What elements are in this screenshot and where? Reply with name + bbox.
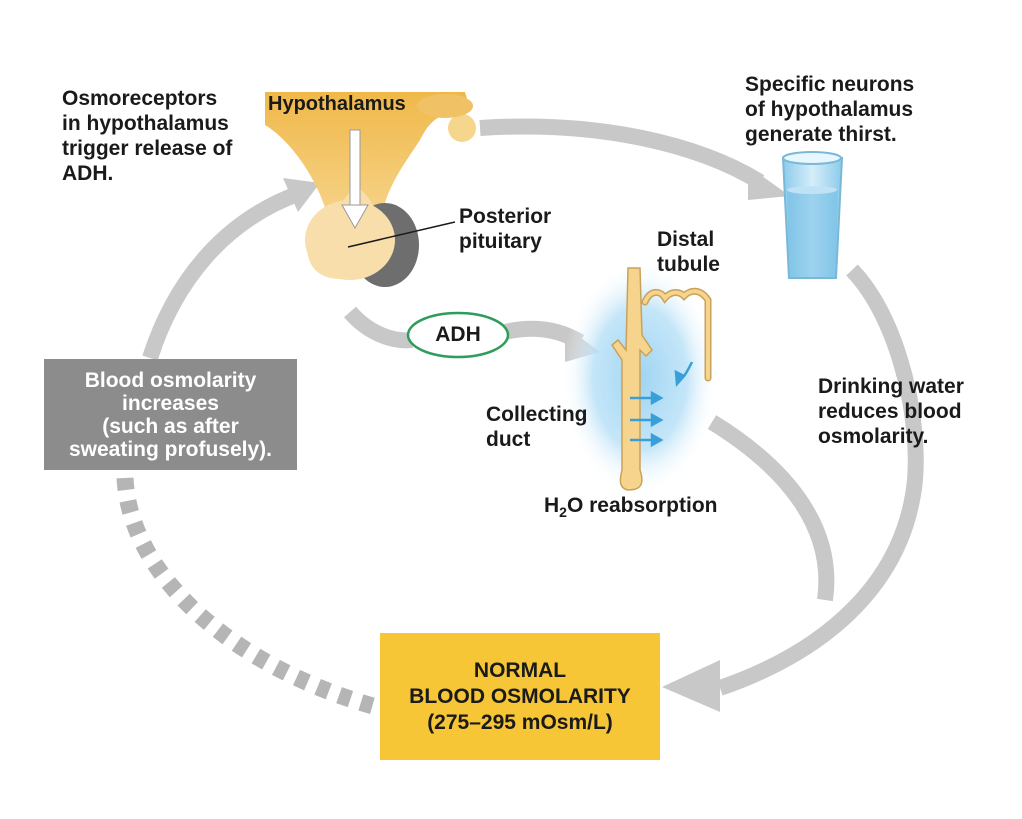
h2o-rest: O reabsorption (566, 494, 718, 517)
arrow-hypothalamus-to-thirst (479, 118, 765, 189)
h2o-h: H (544, 494, 560, 517)
posterior-pituitary-graphic (305, 185, 419, 287)
distal-tubule-inner (643, 289, 710, 380)
normal-line-2: BLOOD OSMOLARITY (409, 684, 631, 708)
normal-line-1: NORMAL (473, 658, 567, 682)
arrow-pituitary-to-adh (343, 306, 413, 349)
release-arrow (341, 129, 369, 230)
osmoreceptors-line-3: trigger release of (62, 137, 233, 160)
drinking-line-1: Drinking water (818, 375, 964, 398)
hypothalamus-graphic (265, 92, 476, 225)
osmoreceptors-line-4: ADH. (62, 162, 114, 185)
distal-line-2: tubule (657, 253, 720, 276)
osmoreceptors-line-2: in hypothalamus (62, 112, 229, 135)
hypothalamus-label: Hypothalamus (268, 93, 406, 115)
thirst-line-2: of hypothalamus (745, 98, 914, 121)
increase-line-3: (such as after (102, 414, 239, 438)
arrowhead-to-hypothalamus (283, 178, 320, 212)
adh-oval (406, 311, 510, 359)
arrow-kidney-to-normal (707, 415, 835, 602)
adh-label: ADH (435, 323, 481, 346)
posterior-pituitary-label: Posterior pituitary (459, 204, 551, 254)
thirst-label: Specific neurons of hypothalamus generat… (745, 72, 914, 147)
osmolarity-increase-box: Blood osmolarity increases (such as afte… (44, 359, 297, 470)
collecting-line-2: duct (486, 428, 531, 451)
posterior-line-2: pituitary (459, 230, 542, 253)
increase-line-1: Blood osmolarity (84, 368, 257, 392)
arrowhead-to-thirst (748, 166, 790, 200)
posterior-pituitary-leader (347, 221, 456, 248)
normal-line-3: (275–295 mOsm/L) (427, 710, 613, 734)
distal-line-1: Distal (657, 228, 715, 251)
arrowhead-to-normal (662, 660, 720, 712)
thirst-line-3: generate thirst. (745, 123, 897, 146)
drinking-line-3: osmolarity. (818, 425, 929, 448)
arrow-thirst-to-normal (717, 264, 924, 696)
collecting-duct-graphic (611, 267, 653, 491)
arrow-increase-to-hypothalamus (142, 185, 303, 361)
water-glass-icon (781, 151, 844, 279)
drinking-line-2: reduces blood (818, 400, 962, 423)
drinking-water-label: Drinking water reduces blood osmolarity. (818, 374, 964, 449)
dashed-return-path (116, 477, 383, 717)
distal-tubule-label: Distal tubule (657, 227, 720, 277)
h2o-subscript: 2 (559, 504, 567, 521)
osmoreceptors-line-1: Osmoreceptors (62, 87, 218, 110)
normal-osmolarity-box: NORMAL BLOOD OSMOLARITY (275–295 mOsm/L) (380, 633, 660, 760)
increase-line-2: increases (122, 391, 219, 415)
h2o-reabsorption-label: H2O reabsorption (544, 493, 718, 525)
cycle-arrows (142, 118, 924, 696)
collecting-duct-label: Collecting duct (486, 402, 588, 452)
water-reabsorption-arrows (630, 361, 694, 448)
thirst-line-1: Specific neurons (745, 73, 915, 96)
posterior-line-1: Posterior (459, 205, 552, 228)
collecting-line-1: Collecting (486, 403, 588, 426)
osmoreceptors-label: Osmoreceptors in hypothalamus trigger re… (62, 86, 232, 186)
increase-line-4: sweating profusely). (68, 437, 273, 461)
